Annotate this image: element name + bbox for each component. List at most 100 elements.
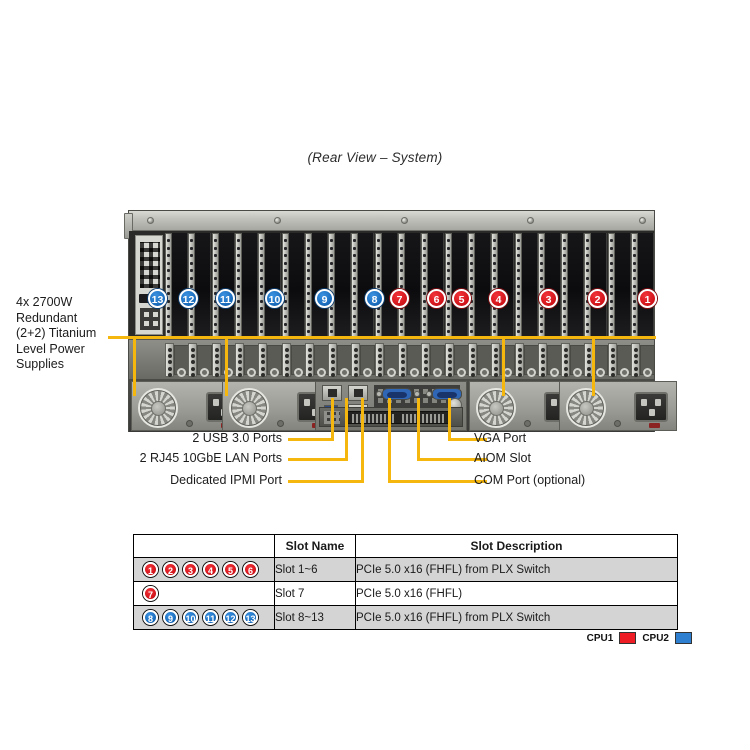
table-slot-badge-5: 5	[223, 562, 238, 577]
table-header-slot-name: Slot Name	[274, 534, 356, 558]
bracket-eyelet	[619, 368, 629, 377]
pcie-slot-column	[607, 231, 631, 339]
bracket-eyelet	[223, 368, 233, 377]
pcie-slot-column	[561, 231, 585, 339]
rail-tab	[124, 213, 133, 239]
pcie-bracket	[211, 343, 221, 377]
pcie-bracket	[165, 343, 174, 377]
cpu1-legend-label: CPU1	[586, 632, 614, 644]
bracket-eyelet	[340, 368, 350, 377]
pcie-bracket	[537, 343, 547, 377]
leader-usb-horizontal	[288, 438, 334, 441]
slot-badge-8[interactable]: 8	[365, 289, 384, 308]
slot-badge-11[interactable]: 11	[216, 289, 235, 308]
pcie-slot-column	[188, 231, 212, 339]
pcie-slot-column	[258, 231, 282, 339]
pcie-bracket	[491, 343, 501, 377]
slot-badge-12[interactable]: 12	[179, 289, 198, 308]
pcie-slot-column	[631, 231, 654, 339]
pcie-slot-column	[281, 231, 305, 339]
table-cell-slot-description: PCIe 5.0 x16 (FHFL) from PLX Switch	[355, 557, 678, 582]
pcie-bracket	[561, 343, 571, 377]
pcie-slot-rail	[328, 233, 336, 337]
pcie-bracket	[398, 343, 407, 377]
callout-aiom: AIOM Slot	[474, 451, 531, 465]
table-slot-badge-3: 3	[183, 562, 198, 577]
slot-badge-3[interactable]: 3	[539, 289, 558, 308]
table-slot-badge-6: 6	[243, 562, 258, 577]
pcie-bracket	[421, 343, 431, 377]
leader-power-supplies-drop-1	[225, 336, 228, 396]
pcie-bracket	[444, 343, 454, 377]
bracket-eyelet	[410, 368, 419, 377]
slot-badge-7[interactable]: 7	[390, 289, 409, 308]
leader-power-supplies-drop-4	[592, 336, 595, 396]
table-cell-slot-description: PCIe 5.0 x16 (FHFL)	[355, 581, 678, 606]
pcie-slot-column	[374, 231, 398, 339]
bracket-eyelet	[596, 368, 606, 377]
bracket-eyelet	[479, 368, 489, 377]
slot-badge-10[interactable]: 10	[265, 289, 284, 308]
port-screw	[376, 391, 382, 397]
pcie-slot-area	[129, 231, 654, 339]
psu-screw	[186, 420, 193, 427]
table-slot-badge-9: 9	[163, 610, 178, 625]
table-slot-badge-11: 11	[203, 610, 218, 625]
leader-aiom-horizontal	[417, 458, 487, 461]
slot-badge-4[interactable]: 4	[489, 289, 508, 308]
slot-badge-1[interactable]: 1	[638, 289, 657, 308]
power-supply-label-line-3: (2+2) Titanium	[16, 326, 97, 340]
callout-ipmi: Dedicated IPMI Port	[170, 473, 282, 487]
pcie-slot-column	[328, 231, 352, 339]
callout-lan: 2 RJ45 10GbE LAN Ports	[139, 451, 282, 465]
slot-badge-5[interactable]: 5	[452, 289, 471, 308]
table-header-row: Slot Name Slot Description	[133, 534, 678, 558]
table-cell-badges: 7	[133, 581, 275, 606]
pcie-bracket	[631, 343, 640, 377]
table-slot-badge-10: 10	[183, 610, 198, 625]
port-screw	[414, 391, 420, 397]
table-slot-badge-12: 12	[223, 610, 238, 625]
rear-io-band	[129, 379, 677, 432]
leader-power-supplies	[108, 336, 656, 339]
table-slot-badge-8: 8	[143, 610, 158, 625]
psu-fan-icon	[476, 388, 516, 428]
slot-badge-13[interactable]: 13	[148, 289, 167, 308]
bracket-eyelet	[270, 368, 280, 377]
rail-screw	[147, 217, 154, 224]
cpu-legend: CPU1 CPU2	[587, 632, 692, 644]
page-title: (Rear View – System)	[307, 150, 443, 165]
bracket-eyelet	[433, 368, 443, 377]
table-slot-badge-4: 4	[203, 562, 218, 577]
pcie-bracket	[304, 343, 314, 377]
psu-fan-icon	[229, 388, 269, 428]
leader-lan-vertical	[345, 398, 348, 460]
slot-badge-2[interactable]: 2	[588, 289, 607, 308]
leader-ipmi-vertical	[361, 398, 364, 482]
leader-com-horizontal	[388, 480, 487, 483]
pcie-slot-column	[537, 231, 561, 339]
pcie-bracket	[514, 343, 524, 377]
rail-screw	[639, 217, 646, 224]
pcie-slot-column	[491, 231, 515, 339]
leader-power-supplies-drop-3	[502, 336, 505, 396]
slot-badge-9[interactable]: 9	[315, 289, 334, 308]
pcie-slot-rail	[304, 233, 312, 337]
pcie-bracket	[328, 343, 338, 377]
psu-status-led	[649, 423, 660, 428]
pcie-slot-rail	[165, 233, 172, 337]
pcie-slot-rail	[467, 233, 475, 337]
port-screw	[426, 391, 432, 397]
chassis-top-rail	[124, 211, 654, 239]
bracket-eyelet	[549, 368, 559, 377]
leader-usb-vertical	[331, 398, 334, 440]
power-supply-label-line-5: Supplies	[16, 357, 64, 371]
rail-screw	[527, 217, 534, 224]
bracket-eyelet	[316, 368, 326, 377]
pcie-bracket	[374, 343, 384, 377]
slot-badge-6[interactable]: 6	[427, 289, 446, 308]
leader-ipmi-horizontal	[288, 480, 364, 483]
